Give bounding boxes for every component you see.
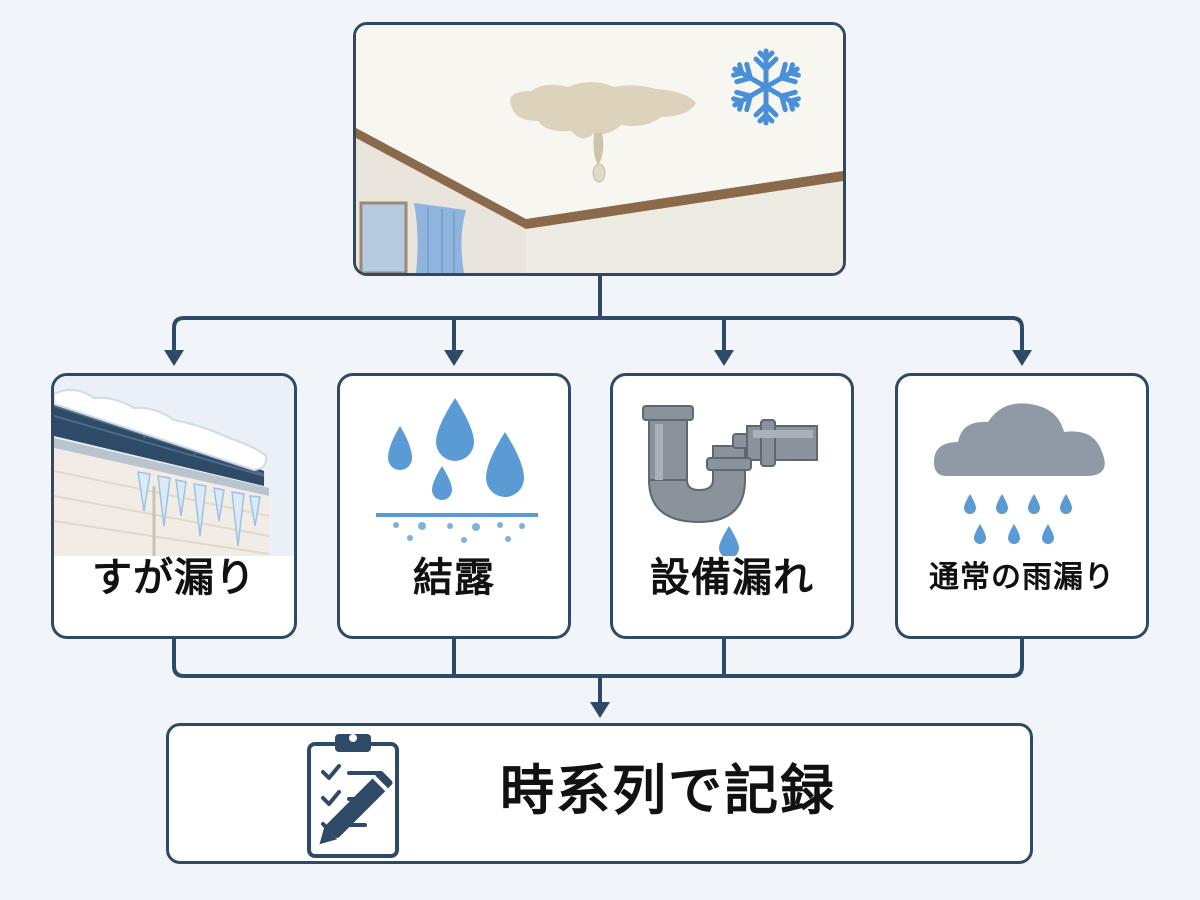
cause-label-equipment-leak: 設備漏れ (650, 555, 814, 601)
cause-card-condensation: 結露 (337, 373, 571, 639)
rain-cloud-icon (934, 403, 1105, 544)
connector-top-branch (172, 316, 1024, 350)
arrow-head-record (590, 702, 610, 718)
arrow-head-3 (714, 350, 734, 366)
icicle-roof-icon (54, 376, 294, 556)
ceiling-stain-illustration (356, 25, 843, 273)
arrow-head-2 (444, 350, 464, 366)
ceiling-stain-card (353, 22, 846, 276)
clipboard-pencil-icon (307, 734, 399, 858)
cause-label-ice-dam: すが漏り (92, 555, 256, 601)
condensation-drops-icon (376, 398, 538, 543)
arrow-head-1 (164, 350, 184, 366)
snowflake-icon (730, 48, 802, 123)
leaking-pipe-icon (642, 405, 818, 556)
cause-label-rain-leak: 通常の雨漏り (929, 560, 1115, 595)
cause-card-equipment-leak: 設備漏れ (610, 373, 854, 639)
arrow-head-4 (1012, 350, 1032, 366)
ceiling-stain-icon (510, 82, 696, 183)
record-chronologically-card (166, 723, 1033, 864)
record-label: 時系列で記録 (500, 759, 836, 822)
cause-card-rain-leak: 通常の雨漏り (895, 373, 1149, 639)
connector-bottom-join (172, 639, 1024, 678)
cause-label-condensation: 結露 (413, 555, 495, 601)
cause-card-ice-dam: すが漏り (51, 373, 297, 639)
